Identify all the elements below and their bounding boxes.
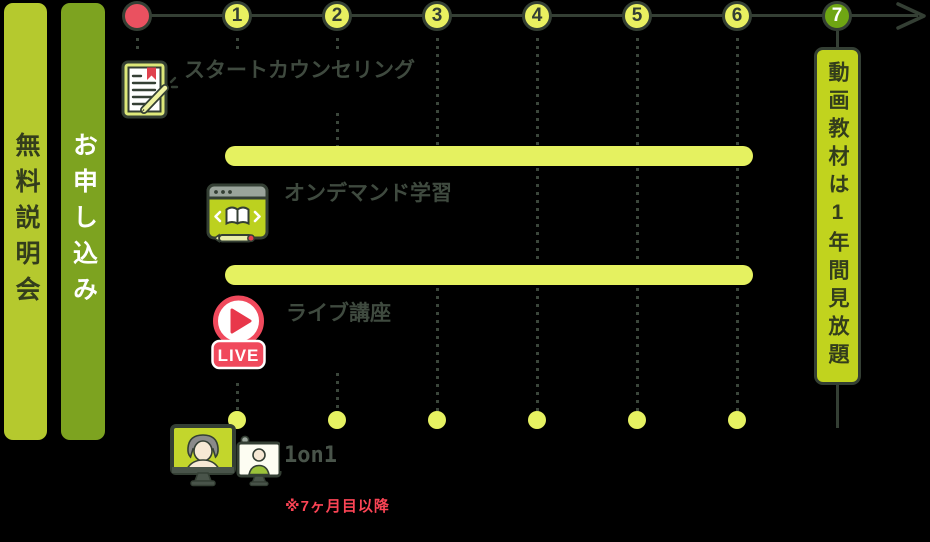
month-marker-7: 7	[822, 1, 852, 31]
timeline-dotted-line	[435, 38, 439, 146]
timeline-dotted-line	[635, 168, 639, 264]
timeline-dotted-line	[335, 373, 339, 412]
timeline-dotted-line	[235, 38, 239, 54]
clipboard-pencil-icon	[121, 60, 179, 119]
note-after-7th-month: ※7ヶ月目以降	[281, 496, 394, 518]
timeline-dotted-line	[535, 288, 539, 412]
timeline-dotted-line	[335, 113, 339, 146]
timeline-dotted-line	[535, 168, 539, 264]
timeline-dotted-line	[435, 288, 439, 412]
month-label: 6	[731, 5, 743, 26]
session-dot	[728, 411, 746, 429]
session-dot	[628, 411, 646, 429]
timeline-dotted-line	[735, 38, 739, 146]
month-marker-3: 3	[422, 1, 452, 31]
row-label-start-counseling: スタートカウンセリング	[180, 56, 419, 86]
video-access-label: 動画教材は1年間見放題	[826, 61, 849, 371]
session-dot	[528, 411, 546, 429]
timeline-dotted-line	[535, 38, 539, 146]
row-label-1on1: 1on1	[280, 441, 341, 472]
month-marker-1: 1	[222, 1, 252, 31]
timeline-dotted-line	[735, 288, 739, 412]
banner-free-session-label: 無料説明会	[12, 131, 40, 312]
session-dot	[428, 411, 446, 429]
session-dot	[328, 411, 346, 429]
timeline-dotted-line	[335, 38, 339, 54]
video-call-icon	[170, 424, 282, 487]
month-marker-2: 2	[322, 1, 352, 31]
ondemand-duration-bar	[225, 146, 753, 166]
month-label: 1	[231, 5, 243, 26]
session-dot	[228, 411, 246, 429]
month-label: 5	[631, 5, 643, 26]
month-marker-4: 4	[522, 1, 552, 31]
right-box-connector-bottom	[835, 385, 839, 428]
banner-free-session: 無料説明会	[4, 3, 47, 440]
row-label-ondemand: オンデマンド学習	[280, 179, 456, 209]
month-marker-5: 5	[622, 1, 652, 31]
live-play-icon: LIVE	[211, 295, 266, 370]
live-badge-label: LIVE	[218, 346, 260, 365]
banner-application-label: お申し込み	[69, 131, 98, 312]
timeline-dotted-line	[135, 38, 139, 54]
month-label: 2	[331, 5, 343, 26]
month-label: 4	[531, 5, 543, 26]
start-marker	[122, 1, 152, 31]
right-box-connector-top	[835, 31, 839, 47]
timeline-dotted-line	[735, 168, 739, 264]
month-marker-6: 6	[722, 1, 752, 31]
timeline-dotted-line	[235, 383, 239, 412]
timeline-dotted-line	[635, 38, 639, 146]
live-duration-bar	[225, 265, 753, 285]
month-label: 7	[831, 5, 843, 26]
browser-book-icon	[206, 183, 269, 243]
month-label: 3	[431, 5, 443, 26]
video-access-box: 動画教材は1年間見放題	[814, 47, 861, 385]
row-label-live: ライブ講座	[282, 299, 395, 329]
timeline-dotted-line	[635, 288, 639, 412]
arrow-right-icon	[896, 2, 926, 30]
banner-application: お申し込み	[61, 3, 105, 440]
